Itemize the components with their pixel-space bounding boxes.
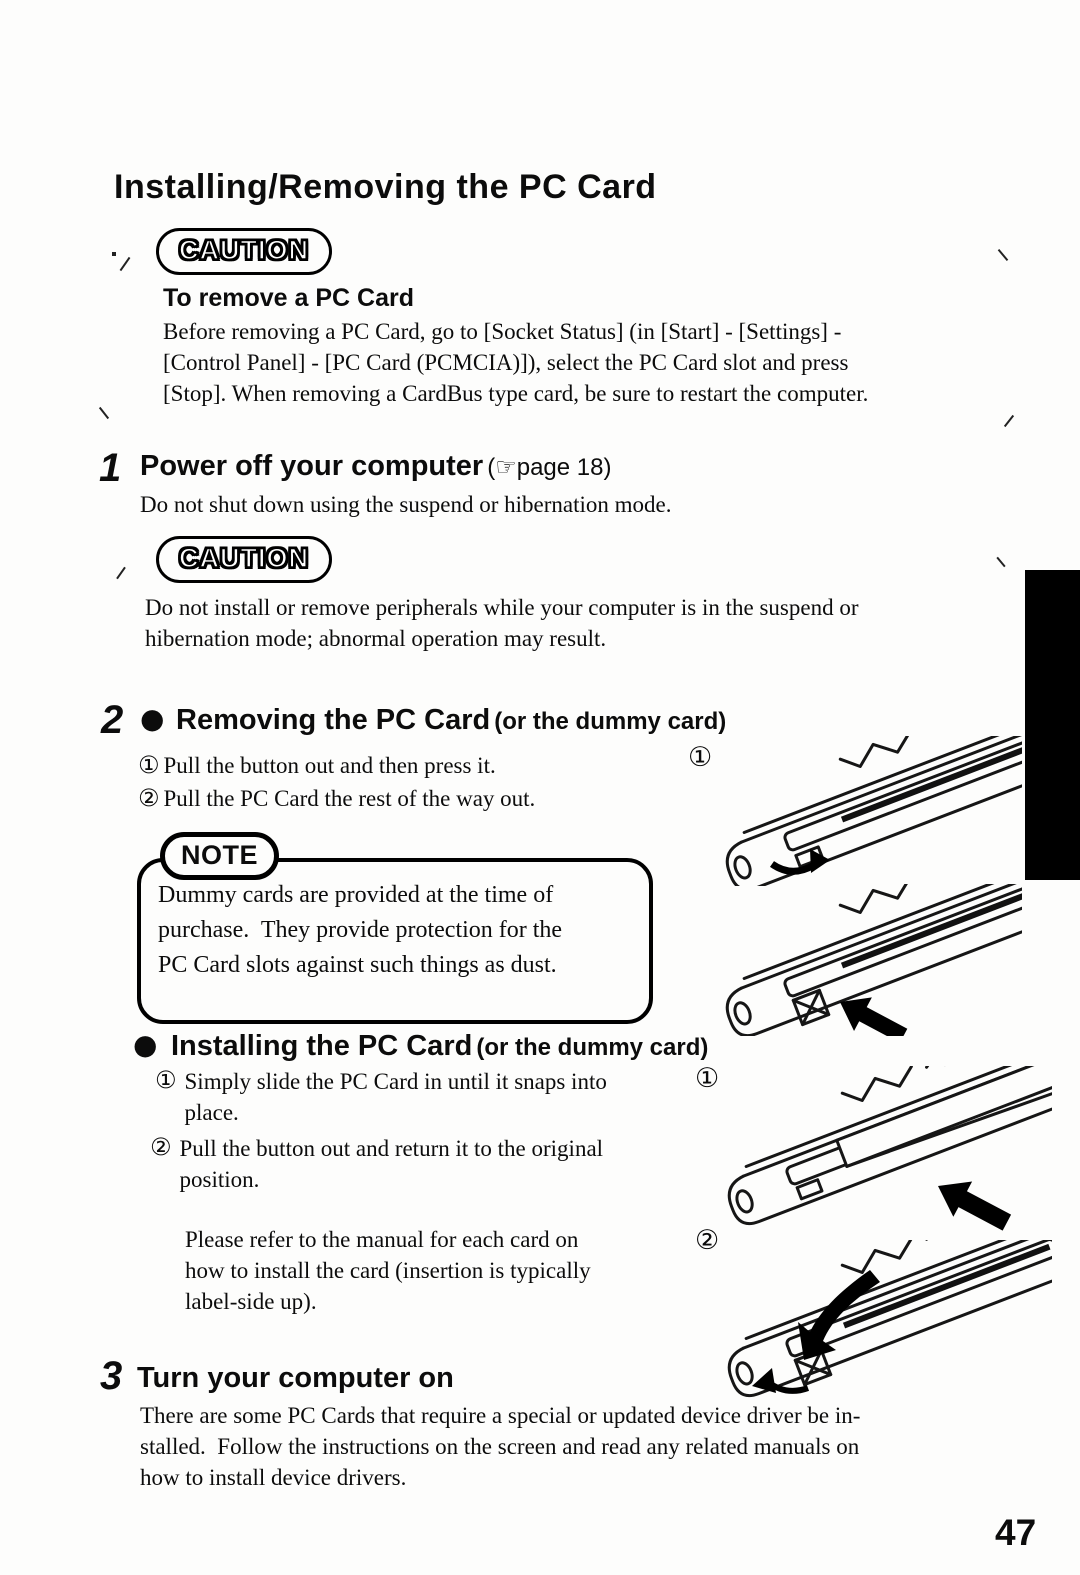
page-reference: (☞page 18) [487,453,612,481]
section-bullet-icon: ● [140,702,165,735]
remove-item-1-text: Pull the button out and then press it. [163,753,496,778]
install-item-2-text: Pull the button out and return it to the… [179,1136,604,1192]
page-ref-text: page 18) [516,454,612,481]
note-badge: NOTE [160,832,280,880]
step-1-body: Do not shut down using the suspend or hi… [140,492,672,517]
remove-section-suffix: (or the dummy card) [494,708,727,735]
page-ref-open: ( [487,454,496,481]
rotate-arrow-head [752,1368,776,1393]
step-3-number: 3 [100,1354,123,1398]
scan-artifact [997,248,1009,262]
laptop-pc-card-slot-illustration [725,884,1022,1036]
scan-artifact [116,566,126,580]
caution-body: Before removing a PC Card, go to [Socket… [163,319,869,406]
install-item-1-text: Simply slide the PC Card in until it sna… [184,1069,607,1125]
scan-artifact [996,556,1006,568]
remove-section-title: Removing the PC Card [176,704,491,736]
install-item-1: ① Simply slide the PC Card in until it s… [155,1066,607,1128]
step-3-body: There are some PC Cards that require a s… [140,1403,861,1490]
rotate-arrow-head [810,849,830,873]
caution-2-body: Do not install or remove peripherals whi… [145,595,859,651]
insert-arrow [938,1181,1012,1231]
scan-artifact [119,256,131,272]
section-bullet-icon: ● [133,1028,158,1061]
step-3-title: Turn your computer on [137,1362,454,1394]
laptop-button-return-illustration [727,1240,1052,1398]
install-item-2: ② Pull the button out and return it to t… [150,1133,603,1195]
caution-label: CAUTION [178,542,309,574]
install-section-suffix: (or the dummy card) [476,1034,709,1061]
caution-badge: CAUTION [156,228,332,275]
figure-2-label: ① [695,1063,720,1094]
pointing-hand-icon: ☞ [495,453,517,481]
rotate-arrow [769,861,816,875]
step-1-title: Power off your computer [140,450,484,482]
figure-3-label: ② [695,1225,720,1256]
figure-remove-press [700,884,1022,1036]
circled-1: ① [155,1066,177,1094]
laptop-pc-card-slot-illustration [725,736,1022,886]
caution-heading: To remove a PC Card [163,284,415,312]
circled-1: ① [138,751,160,779]
figure-install-button [702,1240,1052,1408]
install-paragraph: Please refer to the manual for each card… [185,1227,591,1314]
note-box [137,858,653,1024]
remove-item-2: ② Pull the PC Card the rest of the way o… [138,784,535,812]
scan-artifact [98,406,110,420]
install-section-header: Installing the PC Card (or the dummy car… [171,1028,708,1064]
caution-label: CAUTION [178,234,309,266]
step-1-number: 1 [99,446,122,490]
step-2-header: Removing the PC Card (or the dummy card) [176,702,726,738]
circled-2: ② [150,1133,172,1161]
scan-artifact [1003,414,1015,428]
section-index-tab [1025,570,1080,880]
figure-install-card [702,1066,1052,1232]
remove-item-2-text: Pull the PC Card the rest of the way out… [163,786,536,811]
step-1-header: Power off your computer (☞page 18) [140,448,611,484]
install-section-title: Installing the PC Card [171,1030,473,1062]
page-number: 47 [995,1512,1037,1553]
laptop-pc-card-insert-illustration [727,1066,1052,1231]
press-arrow [840,997,908,1036]
circled-2: ② [138,784,160,812]
step-2-number: 2 [101,698,124,742]
scan-artifact [112,252,116,256]
figure-1-label: ① [688,742,713,773]
note-label: NOTE [181,840,259,870]
figure-remove-button [700,736,1022,886]
page-title: Installing/Removing the PC Card [114,168,657,206]
caution-badge: CAUTION [156,536,332,583]
return-arrow [798,1270,880,1360]
remove-item-1: ① Pull the button out and then press it. [138,751,496,779]
